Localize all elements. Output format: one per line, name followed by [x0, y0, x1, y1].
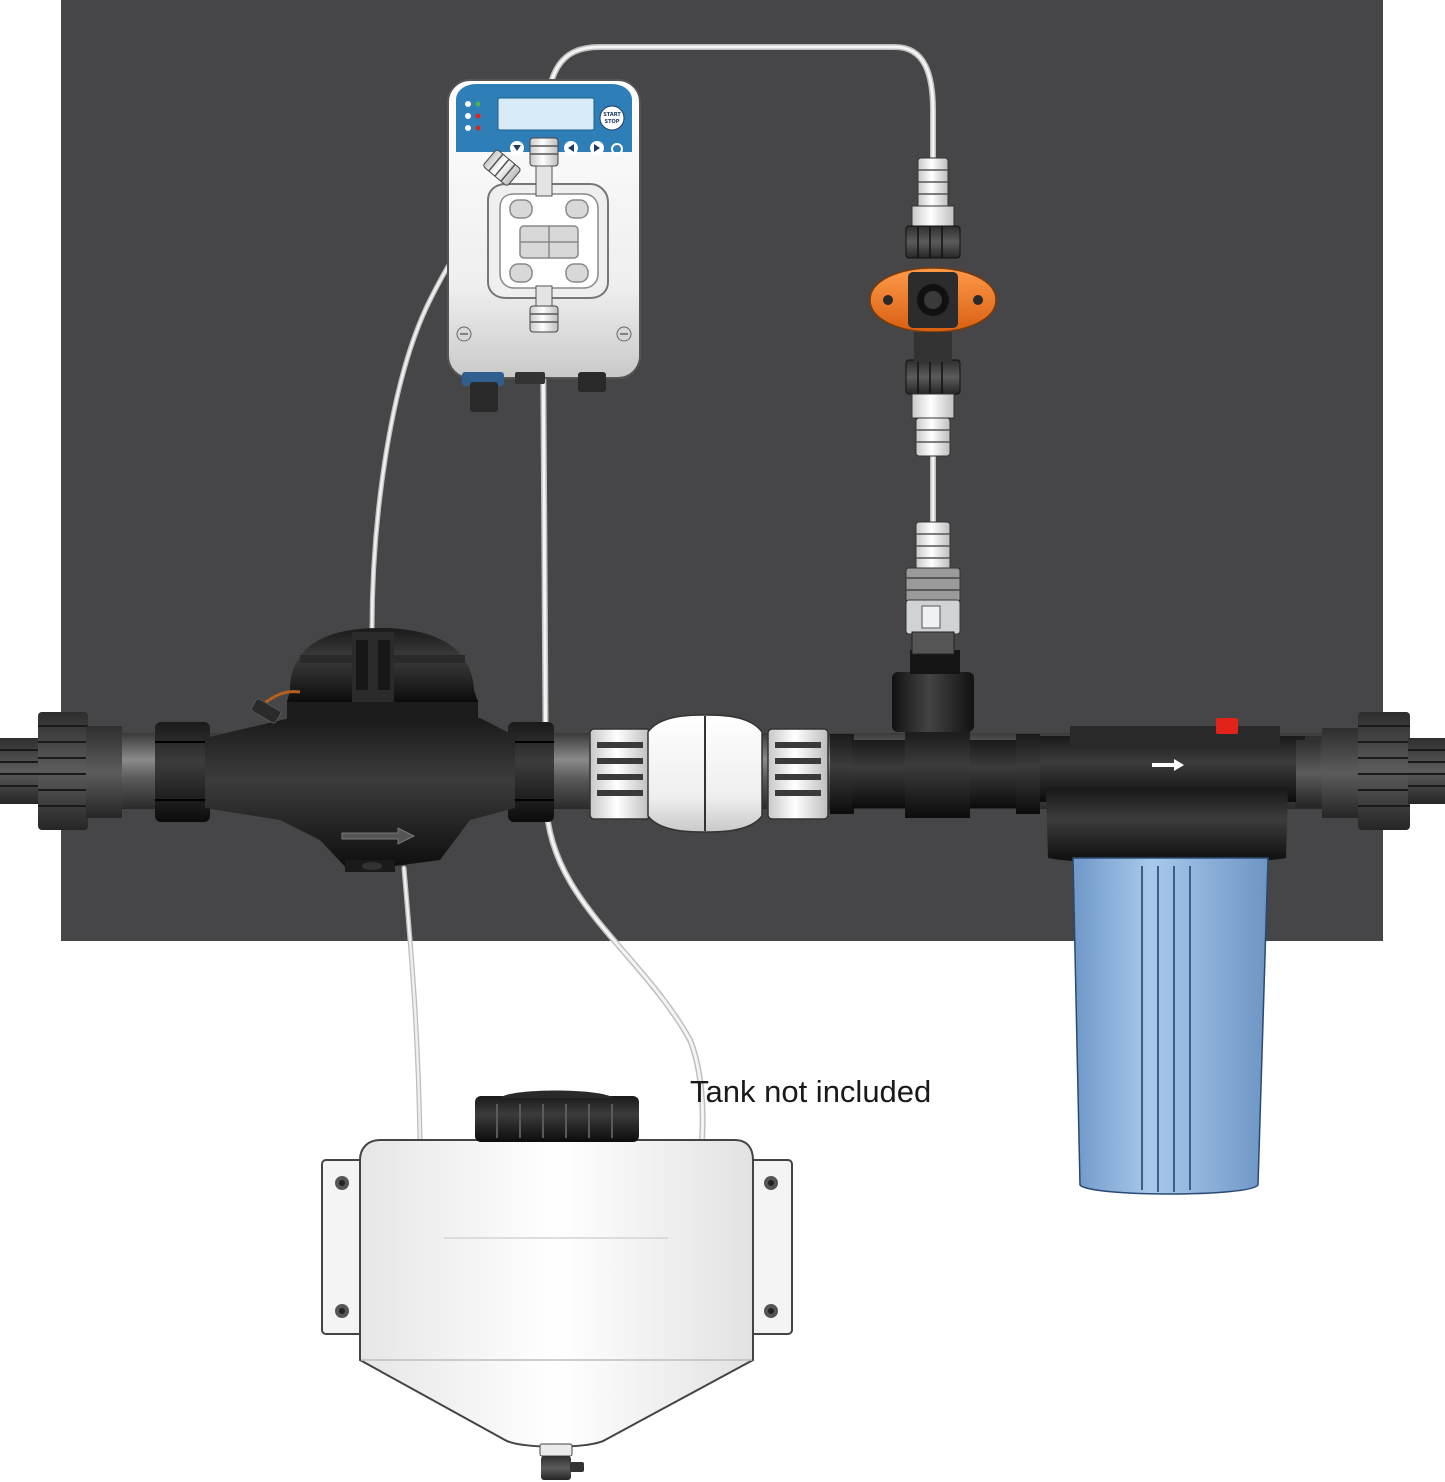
pvc-union	[589, 714, 829, 833]
tank-cap	[475, 1096, 639, 1142]
tee-fitting	[830, 650, 1040, 818]
flow-arrow-icon	[341, 827, 416, 845]
power-led-icon	[465, 101, 471, 107]
water-meter	[155, 628, 554, 872]
pressure-relief-button	[1216, 718, 1238, 734]
dosing-pump: START STOP	[447, 79, 641, 412]
injection-valve-assembly	[869, 157, 997, 457]
stop-button-label: STOP	[605, 119, 620, 125]
level-probe-cable	[401, 865, 423, 1143]
suction-tube	[540, 327, 706, 1143]
pump-lcd-display	[497, 97, 595, 131]
refresh-icon	[611, 143, 623, 155]
chevron-right-icon	[594, 144, 600, 152]
tank-not-included-caption: Tank not included	[690, 1074, 932, 1109]
pulse-led-icon	[465, 113, 471, 119]
injection-point-fitting	[905, 521, 961, 655]
left-union-fitting	[0, 712, 122, 830]
filter-flow-arrow-icon	[1152, 759, 1184, 771]
chevron-left-icon	[568, 144, 574, 152]
alarm-led-icon	[465, 125, 471, 131]
start-button-label: START	[603, 112, 621, 118]
chevron-down-icon	[513, 145, 521, 151]
start-stop-button[interactable]	[599, 105, 625, 131]
sediment-filter	[1040, 718, 1320, 1195]
chemical-tank	[321, 1090, 793, 1480]
